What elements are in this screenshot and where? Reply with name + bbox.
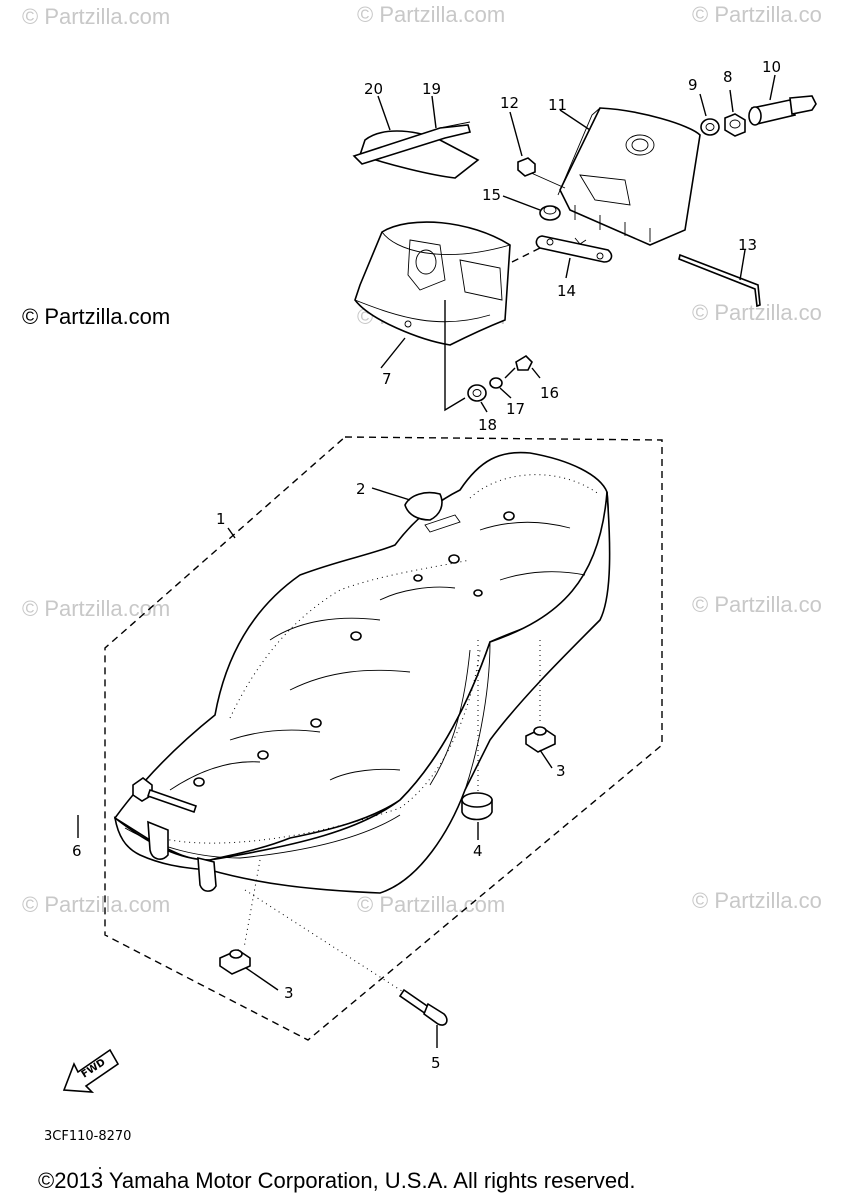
seat-assembly-outline [104,436,663,1041]
callout-8: 8 [723,68,733,86]
seat-tuft [503,511,515,521]
seat-tuft [448,554,460,564]
fwd-arrow-icon: FWD [62,1048,120,1093]
part-16-screw [504,354,533,379]
callout-9: 9 [688,76,698,94]
callout-12: 12 [500,94,519,112]
part-10-lock-cylinder [748,95,817,126]
cover-mount-line [444,300,466,412]
seat-strap [404,491,443,521]
part-3-nut-left [219,859,261,975]
seat-wrinkle [379,586,456,601]
callout-3: 3 [284,984,294,1002]
watermark: © Partzilla.com [22,596,170,621]
seat-tuft [310,718,322,728]
seat-seam [429,649,471,786]
part-8-nut [724,113,746,137]
seat-tuft [473,589,483,597]
part-7-cover [354,221,511,346]
callout-5: 5 [431,1054,441,1072]
seat-wrinkle [289,669,411,691]
seat-tuft [193,777,205,787]
callout-16: 16 [540,384,559,402]
seat-bracket [147,820,169,860]
callout-4: 4 [473,842,483,860]
part-15-grommet [539,205,561,221]
callout-15: 15 [482,186,501,204]
callout-1: 1 [216,510,226,528]
part-6-bolt [132,777,198,814]
watermark: © Partzilla.com [22,4,170,29]
part-18-washer [467,384,487,402]
watermark-dark: © Partzilla.com [22,304,170,329]
callout-20: 20 [364,80,383,98]
callout-18: 18 [478,416,497,434]
watermark: © Partzilla.com [357,2,505,27]
leader-lines [77,74,776,1048]
seat-bracket [197,856,217,892]
part-12-clip [517,157,536,177]
seat-wrinkle [229,729,321,741]
seat-strap-pad [424,514,461,533]
part-13-rod [678,253,761,308]
seat-seam [464,641,491,791]
part-9-washer [700,118,720,136]
part-17-washer [489,377,503,389]
part-11-tray [519,107,701,246]
dot-mark [99,1167,101,1169]
callout-2: 2 [356,480,366,498]
callout-3: 3 [556,762,566,780]
seat-tuft [350,631,362,641]
callout-19: 19 [422,80,441,98]
part-4-damper [461,640,493,821]
part-14-bracket [511,235,613,263]
seat-wrinkle [169,761,261,791]
seat-wrinkle [269,617,381,641]
watermark: © Partzilla.co [692,888,822,913]
diagram-code: 3CF110-8270 [44,1129,131,1144]
watermark: © Partzilla.com [357,892,505,917]
callout-17: 17 [506,400,525,418]
part-5-bolt [244,889,448,1026]
watermark: © Partzilla.co [692,2,822,27]
seat-wrinkle [329,768,401,781]
part-3-nut-right [525,640,556,753]
seat-drawing [113,451,611,894]
callout-10: 10 [762,58,781,76]
callout-labels: 1 2 3 3 4 5 6 7 8 9 10 11 12 13 14 15 16… [72,58,781,1072]
seat-stitching [149,649,481,844]
seat-wrinkle [479,521,571,531]
watermark: © Partzilla.co [692,592,822,617]
callout-13: 13 [738,236,757,254]
seat-tuft [413,574,423,582]
callout-14: 14 [557,282,576,300]
part-19-20-strap [352,121,480,179]
callout-6: 6 [72,842,82,860]
seat-tuft [257,750,269,760]
seat-wrinkle [499,571,586,581]
copyright-text: ©2013 Yamaha Motor Corporation, U.S.A. A… [38,1168,635,1193]
callout-11: 11 [548,96,567,114]
callout-7: 7 [382,370,392,388]
watermark: © Partzilla.com [22,892,170,917]
